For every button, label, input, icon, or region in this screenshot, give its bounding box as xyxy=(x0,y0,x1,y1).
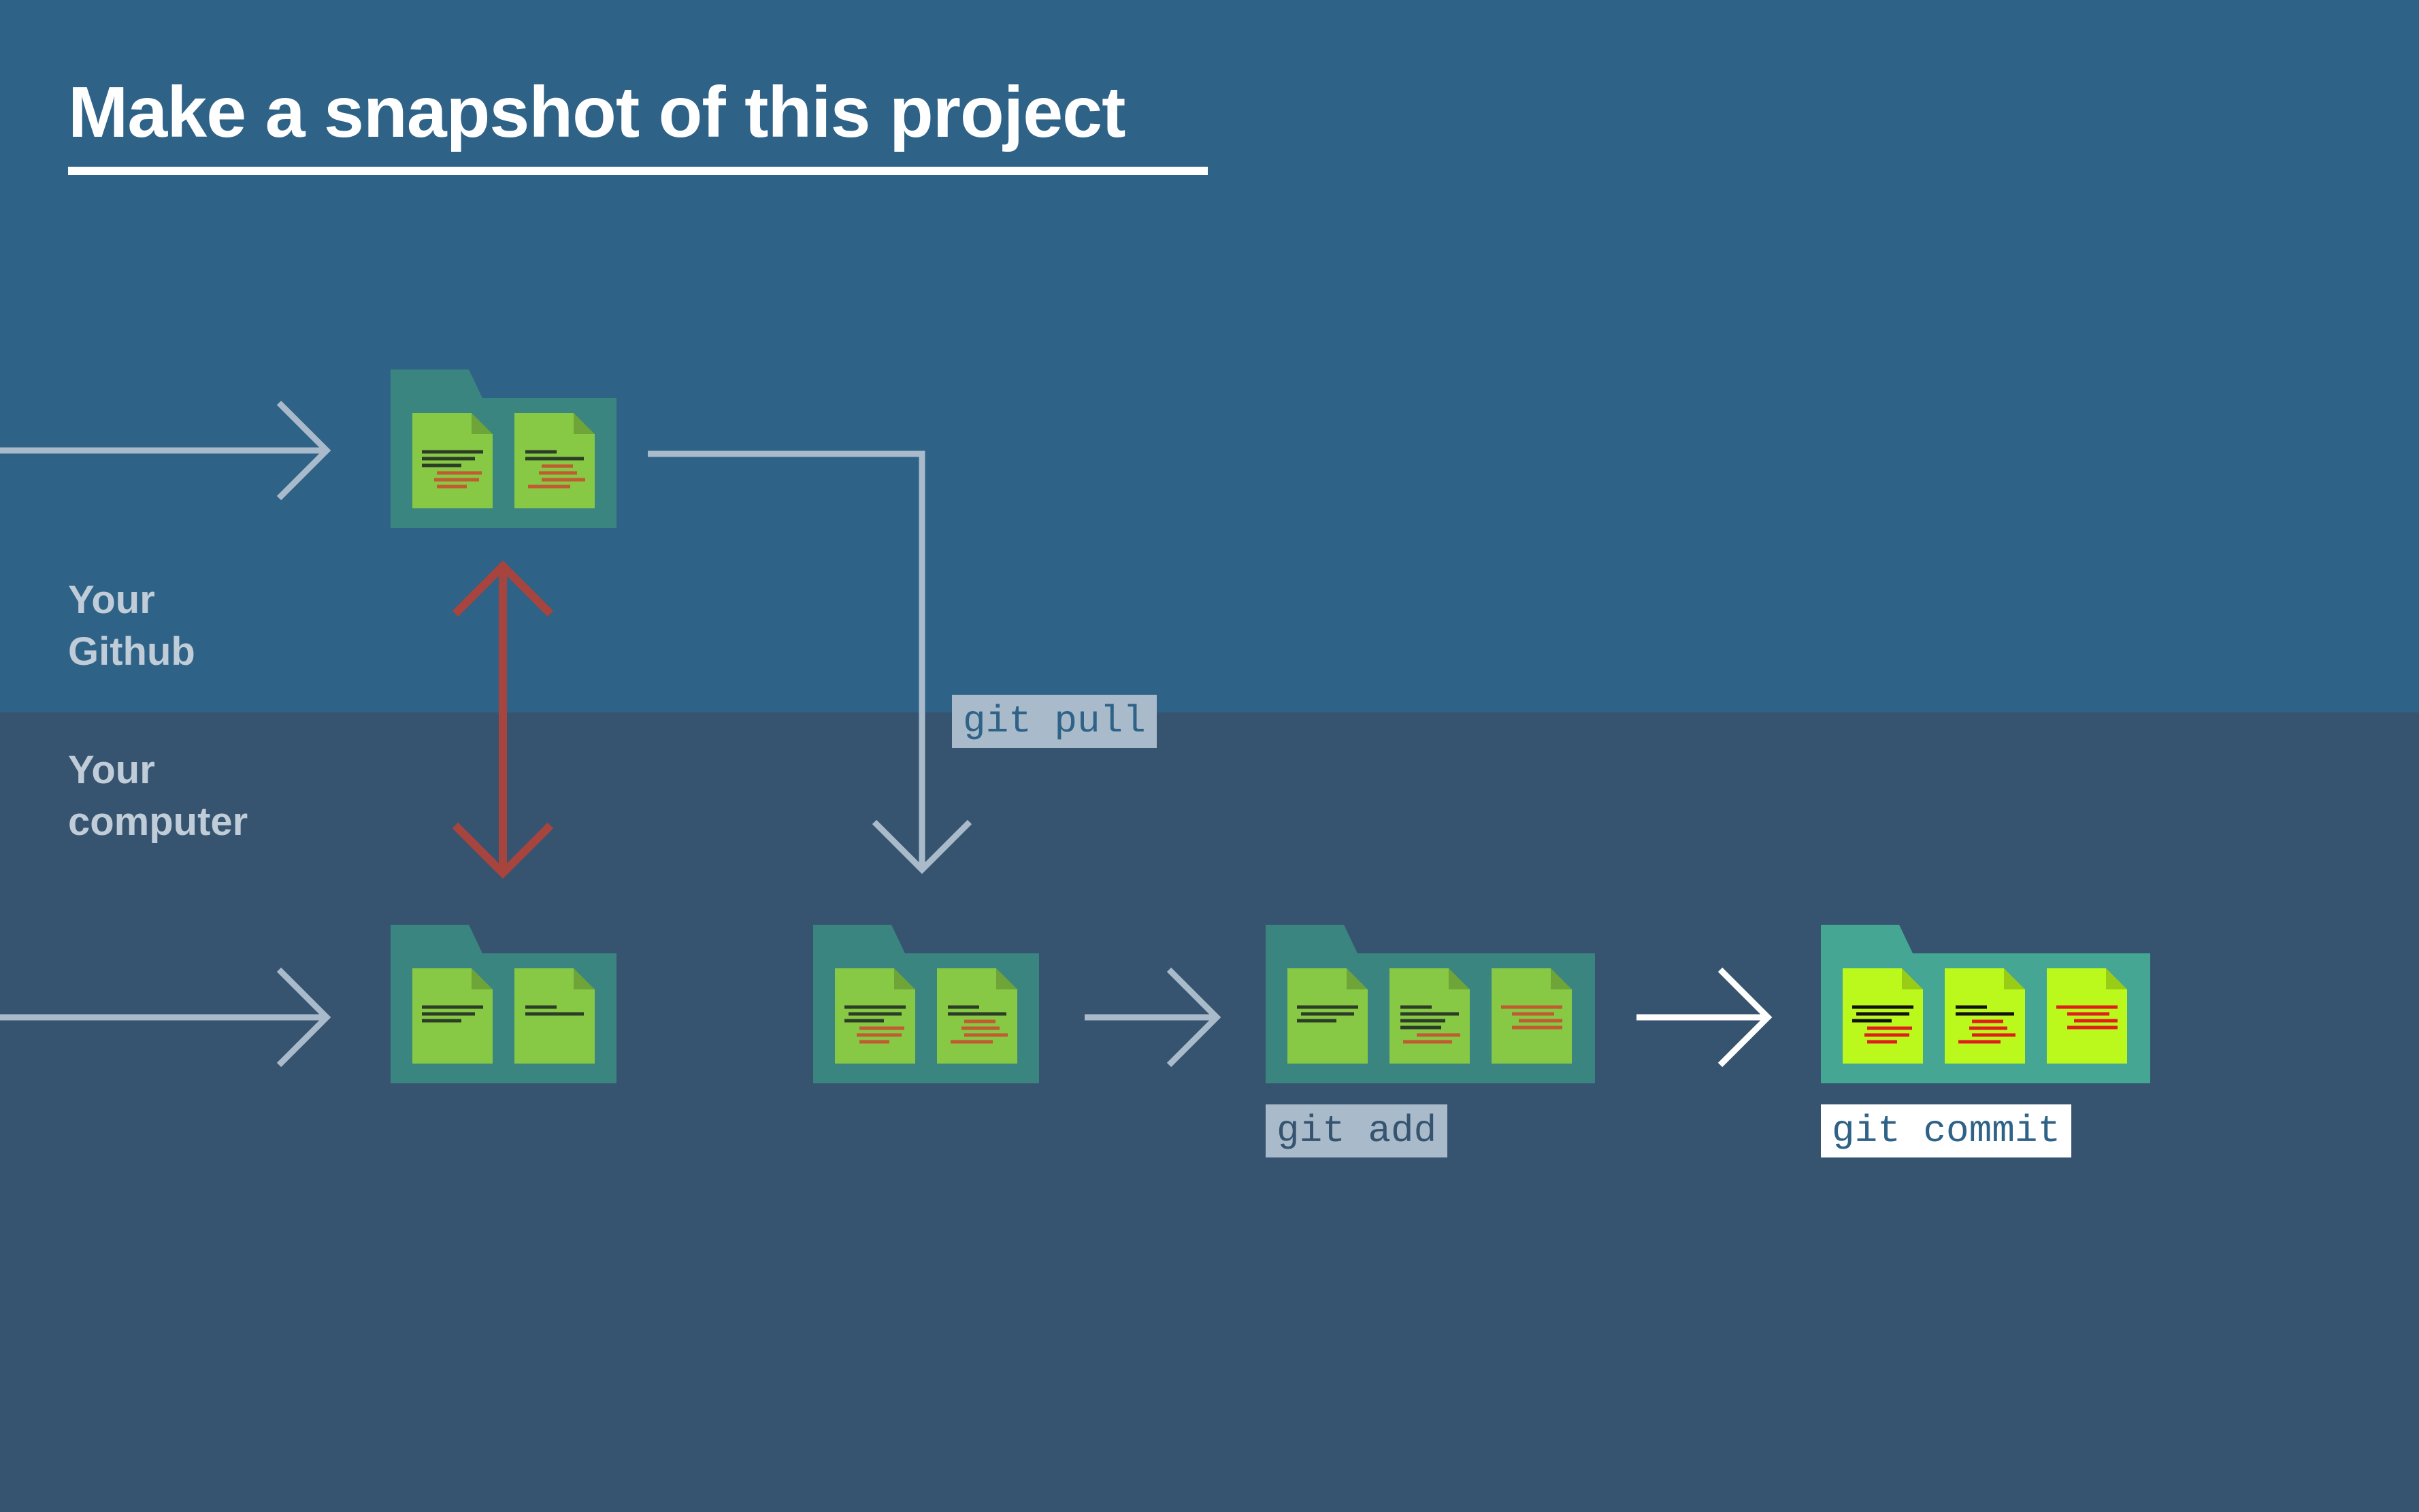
file-icon xyxy=(835,968,915,1064)
file-icon xyxy=(1945,968,2025,1064)
computer-label-line-1: Your xyxy=(68,748,155,792)
file-icon xyxy=(1843,968,1923,1064)
file-icon xyxy=(514,968,595,1064)
local-folder-icon xyxy=(391,925,616,1083)
staged-folder-icon xyxy=(1266,925,1595,1083)
file-icon xyxy=(514,413,595,508)
double-arrow-icon xyxy=(452,560,554,879)
file-icon xyxy=(937,968,1017,1064)
file-icon xyxy=(1492,968,1572,1064)
file-icon xyxy=(2047,968,2127,1064)
arrow-icon xyxy=(0,400,331,501)
file-icon xyxy=(412,968,493,1064)
computer-label-line-2: computer xyxy=(68,800,248,844)
arrow-icon xyxy=(0,967,331,1068)
github-region xyxy=(0,0,2419,712)
commit-arrow-icon xyxy=(1636,967,1773,1068)
github-label-line-2: Github xyxy=(68,629,195,674)
git-add-label: git add xyxy=(1266,1104,1448,1157)
arrow-icon xyxy=(1085,967,1221,1068)
committed-folder-icon xyxy=(1821,925,2150,1083)
github-folder-icon xyxy=(391,369,616,528)
pull-connector-arrow-icon xyxy=(648,450,972,874)
file-icon xyxy=(1287,968,1368,1064)
file-icon xyxy=(412,413,493,508)
page-title: Make a snapshot of this project xyxy=(68,72,1125,152)
github-label-line-1: Your xyxy=(68,578,155,622)
title-underline xyxy=(68,167,1208,175)
git-commit-label: git commit xyxy=(1821,1104,2072,1157)
git-pull-label: git pull xyxy=(952,695,1157,748)
computer-label: Your computer xyxy=(68,744,248,848)
file-icon xyxy=(1389,968,1470,1064)
github-label: Your Github xyxy=(68,574,195,678)
pulled-folder-icon xyxy=(813,925,1039,1083)
